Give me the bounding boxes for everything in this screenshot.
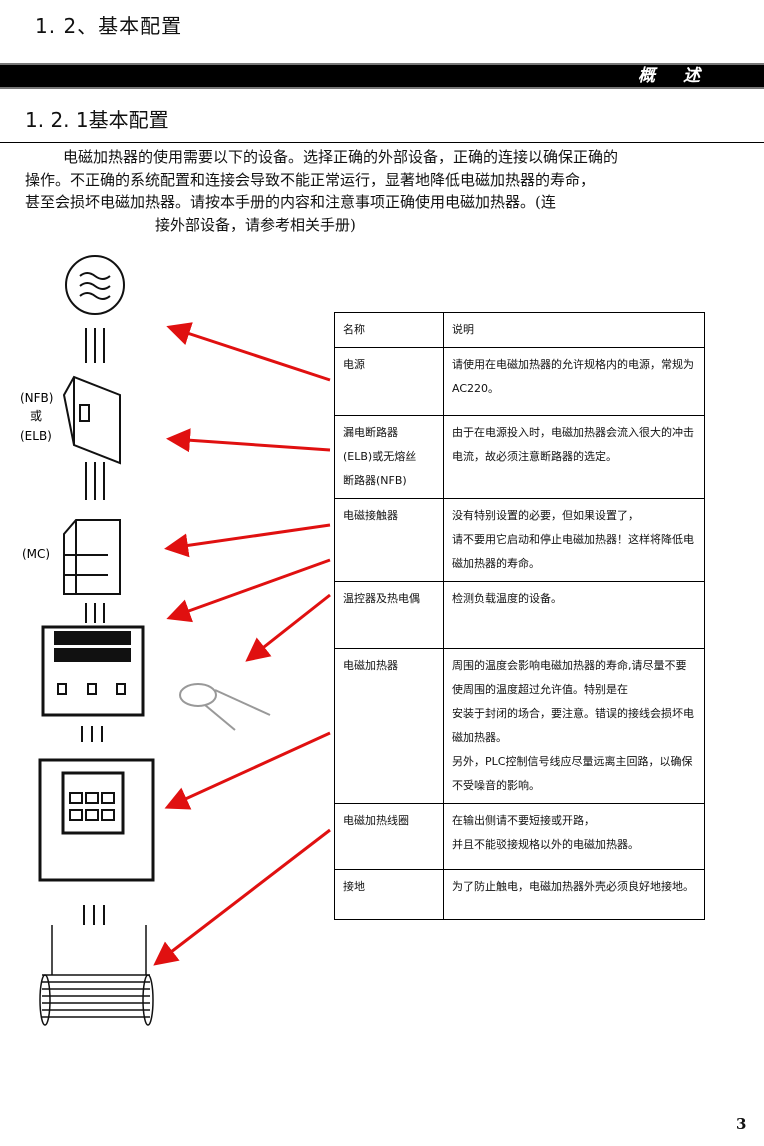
elb-label: (ELB) — [20, 429, 52, 443]
mc-label: (MC) — [22, 547, 50, 561]
power-source-icon — [65, 255, 125, 315]
pointer-arrows — [153, 322, 331, 966]
section-heading: 1. 2、基本配置 — [35, 14, 183, 38]
page-number: 3 — [736, 1115, 747, 1133]
divider — [0, 142, 764, 143]
nfb-label: (NFB) — [20, 391, 53, 405]
table-row: 电磁加热线圈 在输出侧请不要短接或开路， 并且不能驳接规格以外的电磁加热器。 — [334, 803, 705, 870]
row-name: 温控器及热电偶 — [334, 581, 444, 649]
desc-line: 并且不能驳接规格以外的电磁加热器。 — [452, 838, 639, 851]
desc-line: 请不要用它启动和停止电磁加热器！这样将降低电磁加热器的寿命。 — [452, 533, 694, 570]
desc-line: 没有特别设置的必要，但如果设置了， — [452, 509, 639, 522]
row-name: 电磁加热器 — [334, 648, 444, 804]
name-line: (ELB)或无熔丝 — [343, 450, 417, 463]
intro-line: 甚至会损坏电磁加热器。请按本手册的内容和注意事项正确使用电磁加热器。(连 — [25, 193, 556, 211]
device-table: 名称说明 电源请使用在电磁加热器的允许规格内的电源，常规为AC220。漏电断路器… — [334, 312, 705, 920]
table-row: 电磁加热器 周围的温度会影响电磁加热器的寿命,请尽量不要使周围的温度超过允许值。特… — [334, 648, 705, 804]
intro-paragraph: 电磁加热器的使用需要以下的设备。选择正确的外部设备，正确的连接以确保正确的 操作… — [25, 146, 665, 236]
row-desc: 检测负载温度的设备。 — [443, 581, 705, 649]
table-row: 温控器及热电偶 检测负载温度的设备。 — [334, 581, 705, 649]
desc-line: 在输出侧请不要短接或开路， — [452, 814, 595, 827]
name-line: 断路器(NFB) — [343, 474, 407, 487]
coil-icon — [39, 925, 154, 1026]
name-line: 温控器及热电偶 — [343, 592, 420, 605]
name-line: 电磁加热线圈 — [343, 814, 409, 827]
row-name: 接地 — [334, 869, 444, 920]
contactor-icon — [63, 519, 121, 595]
chapter-banner: 概述 — [0, 63, 764, 89]
name-line: 漏电断路器 — [343, 426, 398, 439]
header-name: 名称 — [334, 312, 444, 348]
name-line: 电磁接触器 — [343, 509, 398, 522]
row-name: 电源 — [334, 347, 444, 416]
row-name: 漏电断路器 (ELB)或无熔丝断路器(NFB) — [334, 415, 444, 499]
desc-line: 由于在电源投入时，电磁加热器会流入很大的冲击电流，故必须注意断路器的选定。 — [452, 426, 694, 463]
desc-line: 另外，PLC控制信号线应尽量远离主回路，以确保不受噪音的影响。 — [452, 755, 693, 792]
intro-line: 电磁加热器的使用需要以下的设备。选择正确的外部设备，正确的连接以确保正确的 — [63, 148, 619, 166]
thermocouple-icon — [179, 683, 271, 731]
table-row: 漏电断路器 (ELB)或无熔丝断路器(NFB) 由于在电源投入时，电磁加热器会流入很… — [334, 415, 705, 499]
intro-line: 操作。不正确的系统配置和连接会导致不能正常运行，显著地降低电磁加热器的寿命， — [25, 170, 596, 189]
table-row: 电磁接触器 没有特别设置的必要，但如果设置了， 请不要用它启动和停止电磁加热器！这样… — [334, 498, 705, 582]
heater-icon — [38, 758, 155, 882]
desc-line: 安装于封闭的场合，要注意。错误的接线会损坏电磁加热器。 — [452, 707, 694, 744]
subsection-heading: 1. 2. 1基本配置 — [25, 108, 169, 132]
desc-line: 检测负载温度的设备。 — [452, 592, 562, 605]
desc-line: 为了防止触电，电磁加热器外壳必须良好地接地。 — [452, 880, 694, 893]
desc-line: 请使用在电磁加热器的允许规格内的电源，常规为AC220。 — [452, 358, 694, 395]
row-name: 电磁加热线圈 — [334, 803, 444, 870]
banner-title: 概述 — [638, 66, 728, 86]
name-line: 电磁加热器 — [343, 659, 398, 672]
controller-icon — [41, 625, 145, 717]
desc-line: 周围的温度会影响电磁加热器的寿命,请尽量不要使周围的温度超过允许值。特别是在 — [452, 659, 687, 696]
table-row: 接地 为了防止触电，电磁加热器外壳必须良好地接地。 — [334, 869, 705, 920]
table-row: 电源 请使用在电磁加热器的允许规格内的电源，常规为AC220。 — [334, 347, 705, 416]
name-line: 电源 — [343, 358, 365, 371]
row-desc: 由于在电源投入时，电磁加热器会流入很大的冲击电流，故必须注意断路器的选定。 — [443, 415, 705, 499]
row-desc: 在输出侧请不要短接或开路， 并且不能驳接规格以外的电磁加热器。 — [443, 803, 705, 870]
row-name: 电磁接触器 — [334, 498, 444, 582]
row-desc: 没有特别设置的必要，但如果设置了， 请不要用它启动和停止电磁加热器！这样将降低电磁… — [443, 498, 705, 582]
name-line: 接地 — [343, 880, 365, 893]
breaker-icon — [62, 375, 121, 465]
header-desc: 说明 — [443, 312, 705, 348]
or-label: 或 — [30, 409, 42, 423]
row-desc: 周围的温度会影响电磁加热器的寿命,请尽量不要使周围的温度超过允许值。特别是在安装… — [443, 648, 705, 804]
table-header: 名称说明 — [334, 312, 705, 348]
intro-line: 接外部设备，请参考相关手册) — [155, 215, 356, 234]
row-desc: 请使用在电磁加热器的允许规格内的电源，常规为AC220。 — [443, 347, 705, 416]
row-desc: 为了防止触电，电磁加热器外壳必须良好地接地。 — [443, 869, 705, 920]
